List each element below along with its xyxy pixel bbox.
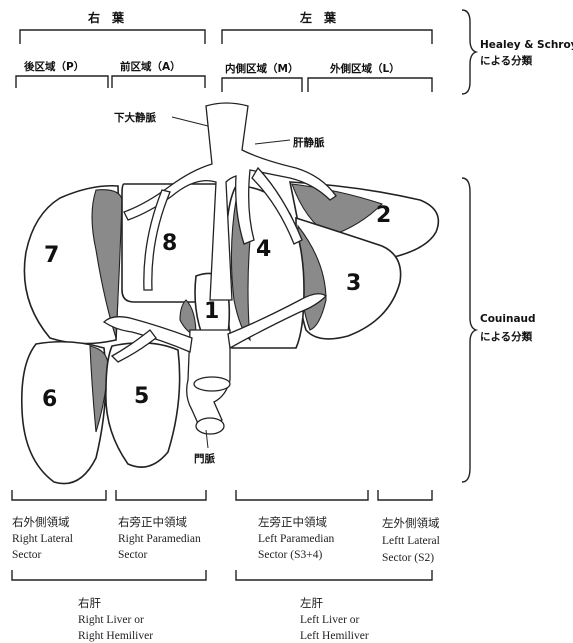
ivc-label: 下大静脈 xyxy=(114,111,156,124)
healey-label-line2: による分類 xyxy=(480,54,533,67)
portal-vein-cut-lower xyxy=(196,418,224,434)
segment-number-3: 3 xyxy=(346,271,361,296)
hepatic-vein-pointer xyxy=(255,140,290,144)
posterior-area-label: 後区域（P） xyxy=(23,60,84,73)
ivc-pointer xyxy=(172,117,208,126)
segment-number-1: 1 xyxy=(204,299,219,324)
right-paramedian-en1: Right Paramedian xyxy=(118,533,201,545)
right-paramedian-en2: Sector xyxy=(118,549,148,561)
bracket-lateral xyxy=(308,78,432,92)
left-lateral-en1: Leftt Lateral xyxy=(382,535,440,547)
left-paramedian-en2: Sector (S3+4) xyxy=(258,549,322,561)
bracket-left-lateral xyxy=(378,490,432,500)
segment-number-6: 6 xyxy=(42,387,57,412)
hepatic-vein-label: 肝静脈 xyxy=(293,136,325,149)
bracket-medial xyxy=(222,78,302,92)
lateral-area-label: 外側区域（L） xyxy=(329,62,400,75)
left-liver-en2: Left Hemiliver xyxy=(300,630,369,642)
medial-area-label: 内側区域（M） xyxy=(225,62,298,75)
bracket-right-liver xyxy=(12,570,206,580)
left-lateral-en2: Sector (S2) xyxy=(382,552,434,564)
bracket-right-lobe xyxy=(20,30,205,44)
bracket-left-lobe xyxy=(222,30,432,44)
right-lobe-label: 右 葉 xyxy=(87,10,125,25)
bracket-anterior xyxy=(112,76,205,88)
right-paramedian-jp: 右旁正中領域 xyxy=(118,515,187,529)
brace-couinaud xyxy=(462,178,476,482)
right-liver-en1: Right Liver or xyxy=(78,614,144,626)
couinaud-label-line1: Couinaud xyxy=(480,313,536,325)
right-lateral-jp: 右外側領域 xyxy=(12,515,70,529)
bottom-brackets xyxy=(12,490,432,580)
right-lateral-en2: Sector xyxy=(12,549,42,561)
left-lobe-label: 左 葉 xyxy=(299,10,337,25)
portal-vein-label: 門脈 xyxy=(194,452,215,465)
healey-label-line1: Healey & Schroy xyxy=(480,39,573,51)
segment-number-4: 4 xyxy=(256,237,271,262)
left-paramedian-jp: 左旁正中領域 xyxy=(258,515,327,529)
left-paramedian-en1: Left Paramedian xyxy=(258,533,335,545)
left-lateral-jp: 左外側領域 xyxy=(382,516,440,530)
right-liver-en2: Right Hemiliver xyxy=(78,630,153,642)
right-lateral-en1: Right Lateral xyxy=(12,533,73,545)
bracket-right-paramedian xyxy=(116,490,206,500)
couinaud-label-line2: による分類 xyxy=(480,330,533,343)
brace-healey xyxy=(462,10,476,94)
segment-number-5: 5 xyxy=(134,384,149,409)
segment-number-8: 8 xyxy=(162,231,177,256)
right-liver-jp: 右肝 xyxy=(78,596,101,610)
bracket-left-paramedian xyxy=(236,490,368,500)
anterior-area-label: 前区域（A） xyxy=(120,60,181,73)
left-liver-en1: Left Liver or xyxy=(300,614,360,626)
portal-vein-cut-upper xyxy=(194,377,230,391)
bracket-left-liver xyxy=(236,570,432,580)
bracket-right-lateral xyxy=(12,490,106,500)
left-liver-jp: 左肝 xyxy=(300,596,323,610)
segment-number-2: 2 xyxy=(376,203,391,228)
bracket-posterior xyxy=(16,76,108,88)
segment-number-7: 7 xyxy=(44,243,59,268)
